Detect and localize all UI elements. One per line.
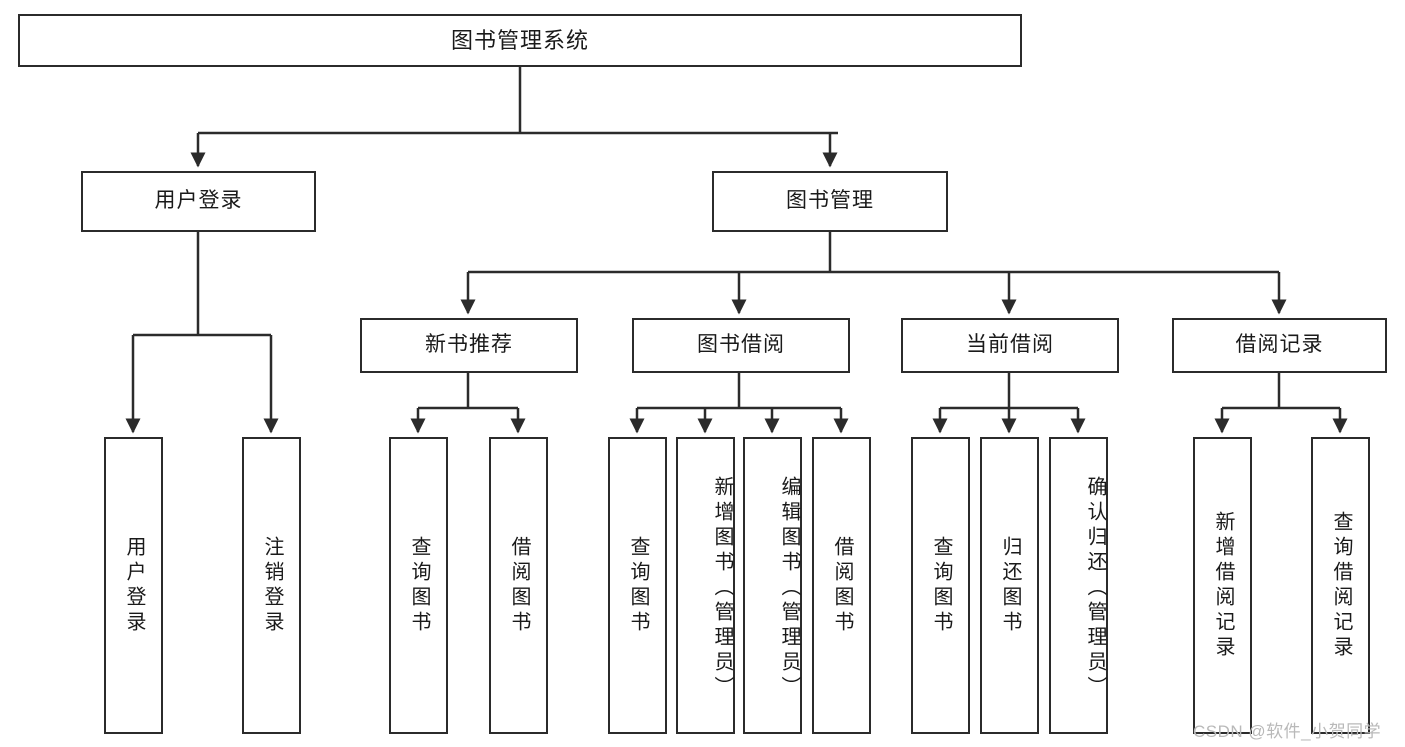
node-user-login[interactable]: 用户登录 [81,171,316,232]
node-leaf-query-record[interactable]: 查询借阅记录 [1311,437,1370,734]
node-book-borrow[interactable]: 图书借阅 [632,318,850,373]
node-borrow-record-label: 借阅记录 [1235,333,1324,357]
node-leaf-query-book-1-label: 查询图书 [408,535,430,636]
node-current-borrow[interactable]: 当前借阅 [901,318,1119,373]
node-leaf-add-record-label: 新增借阅记录 [1212,510,1234,661]
node-new-book-rec[interactable]: 新书推荐 [360,318,578,373]
node-new-book-rec-label: 新书推荐 [425,333,513,357]
node-leaf-borrow-book-1-label: 借阅图书 [508,535,530,636]
node-leaf-edit-book-label: 编辑图书（管理员） [778,476,800,701]
node-leaf-user-login-label: 用户登录 [123,535,145,636]
node-book-manage-label: 图书管理 [786,189,874,213]
node-leaf-query-book-1[interactable]: 查询图书 [389,437,448,734]
node-leaf-query-book-3[interactable]: 查询图书 [911,437,970,734]
node-leaf-add-book[interactable]: 新增图书（管理员） [676,437,735,734]
node-book-manage[interactable]: 图书管理 [712,171,948,232]
node-current-borrow-label: 当前借阅 [966,333,1054,357]
node-leaf-confirm-return-label: 确认归还（管理员） [1084,476,1106,701]
node-leaf-borrow-book-2[interactable]: 借阅图书 [812,437,871,734]
node-user-login-label: 用户登录 [154,189,243,213]
node-leaf-add-record[interactable]: 新增借阅记录 [1193,437,1252,734]
node-leaf-confirm-return[interactable]: 确认归还（管理员） [1049,437,1108,734]
node-leaf-borrow-book-1[interactable]: 借阅图书 [489,437,548,734]
node-leaf-user-login[interactable]: 用户登录 [104,437,163,734]
node-leaf-query-book-2[interactable]: 查询图书 [608,437,667,734]
node-leaf-query-record-label: 查询借阅记录 [1330,510,1352,661]
node-leaf-add-book-label: 新增图书（管理员） [711,476,733,701]
node-root-label: 图书管理系统 [450,27,589,53]
node-leaf-edit-book[interactable]: 编辑图书（管理员） [743,437,802,734]
watermark-text: CSDN @软件_小贺同学 [1193,722,1382,741]
node-leaf-logout[interactable]: 注销登录 [242,437,301,734]
node-leaf-borrow-book-2-label: 借阅图书 [831,535,853,636]
node-root[interactable]: 图书管理系统 [18,14,1022,67]
node-leaf-query-book-3-label: 查询图书 [930,535,952,636]
node-book-borrow-label: 图书借阅 [697,333,785,357]
node-leaf-query-book-2-label: 查询图书 [627,535,649,636]
node-borrow-record[interactable]: 借阅记录 [1172,318,1387,373]
node-leaf-return-book-label: 归还图书 [999,535,1021,636]
node-leaf-logout-label: 注销登录 [261,535,283,636]
node-leaf-return-book[interactable]: 归还图书 [980,437,1039,734]
